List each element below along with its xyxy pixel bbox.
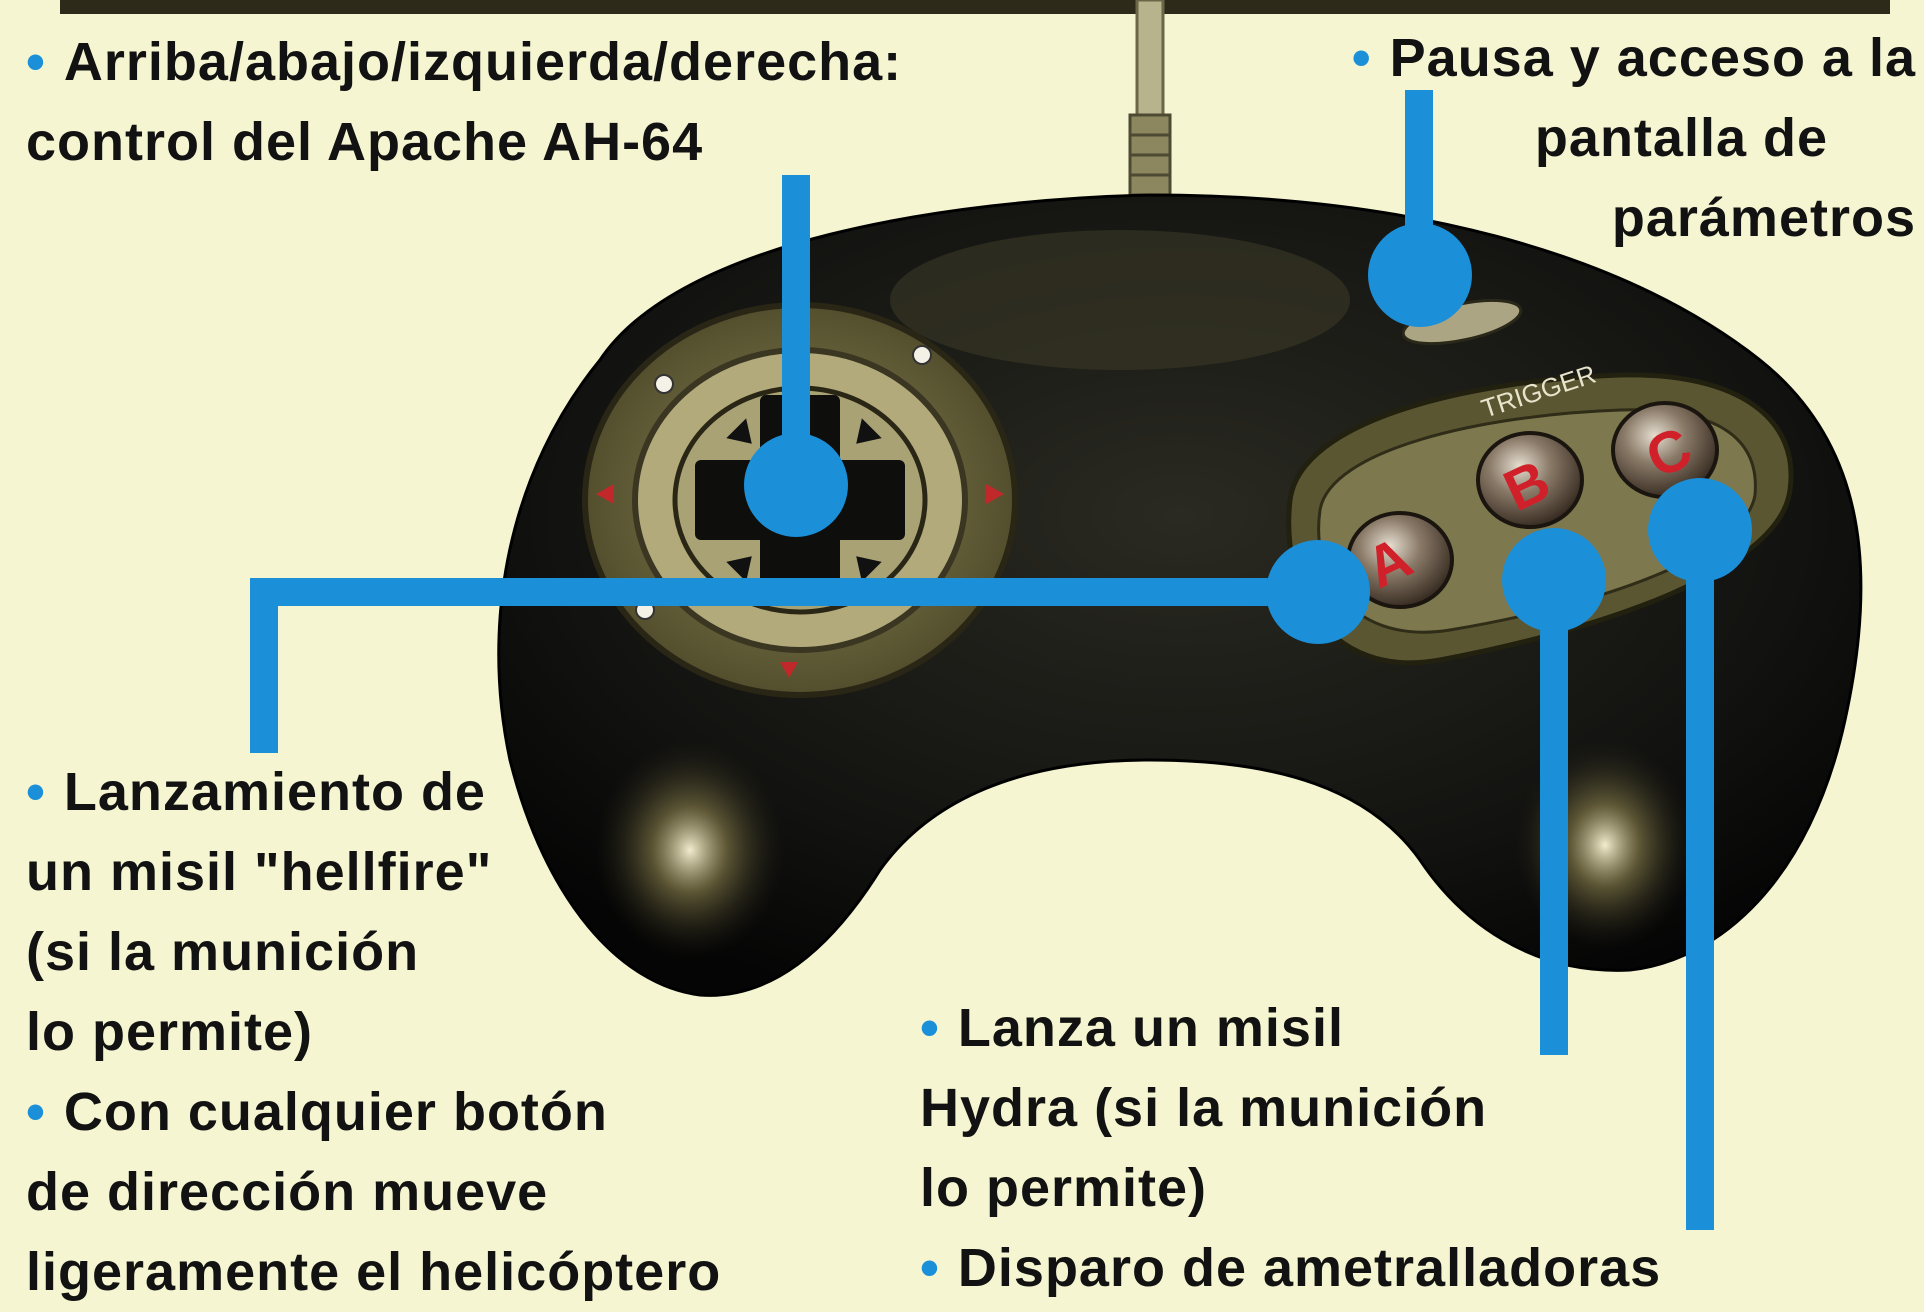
button-b-callout-line-3: lo permite) bbox=[920, 1158, 1208, 1218]
leader-button-c bbox=[1648, 478, 1752, 1230]
button-c-callout: •Disparo de ametralladoras bbox=[920, 1228, 1661, 1308]
button-b[interactable]: B bbox=[1476, 431, 1584, 529]
bullet-icon: • bbox=[920, 1238, 940, 1298]
button-c-callout-line-1: •Disparo de ametralladoras bbox=[920, 1238, 1662, 1298]
dpad-callout-line-1: •Arriba/abajo/izquierda/derecha: bbox=[26, 32, 903, 92]
button-a-callout-line-3: (si la munición bbox=[26, 922, 420, 982]
button-a-callout: •Lanzamiento de un misil "hellfire" (si … bbox=[26, 752, 721, 1312]
button-a-callout-line-5: •Con cualquier botón bbox=[26, 1082, 608, 1142]
leader-button-b bbox=[1502, 528, 1606, 1055]
dpad-callout: •Arriba/abajo/izquierda/derecha: control… bbox=[26, 22, 902, 182]
left-grip-highlight bbox=[595, 740, 785, 960]
top-frame bbox=[60, 0, 1890, 14]
start-callout-line-2: pantalla de bbox=[1534, 108, 1828, 168]
bullet-icon: • bbox=[26, 1082, 46, 1142]
controller-cable bbox=[1128, 0, 1172, 197]
dpad-callout-line-2: control del Apache AH-64 bbox=[26, 112, 704, 172]
button-b-callout: •Lanza un misil Hydra (si la munición lo… bbox=[920, 988, 1487, 1228]
bullet-icon: • bbox=[920, 998, 940, 1058]
leader-start bbox=[1368, 90, 1472, 327]
button-a-callout-line-2: un misil "hellfire" bbox=[26, 842, 493, 902]
bullet-icon: • bbox=[26, 32, 46, 92]
button-b-callout-line-2: Hydra (si la munición bbox=[920, 1078, 1488, 1138]
button-a-callout-line-4: lo permite) bbox=[26, 1002, 314, 1062]
bullet-icon: • bbox=[1351, 28, 1372, 88]
leader-button-a bbox=[250, 540, 1370, 753]
bullet-icon: • bbox=[26, 762, 46, 822]
button-a-callout-line-6: de dirección mueve bbox=[26, 1162, 549, 1222]
start-callout: •Pausa y acceso a la pantalla de parámet… bbox=[1352, 18, 1916, 258]
top-sheen bbox=[890, 230, 1350, 370]
button-c[interactable]: C bbox=[1611, 401, 1719, 499]
start-callout-line-3: parámetros bbox=[1611, 188, 1916, 248]
leader-dpad bbox=[744, 175, 848, 537]
button-b-callout-line-1: •Lanza un misil bbox=[920, 998, 1344, 1058]
start-callout-line-1: •Pausa y acceso a la bbox=[1351, 28, 1916, 88]
button-a-callout-line-7: ligeramente el helicóptero bbox=[26, 1242, 722, 1302]
button-a-callout-line-1: •Lanzamiento de bbox=[26, 762, 486, 822]
